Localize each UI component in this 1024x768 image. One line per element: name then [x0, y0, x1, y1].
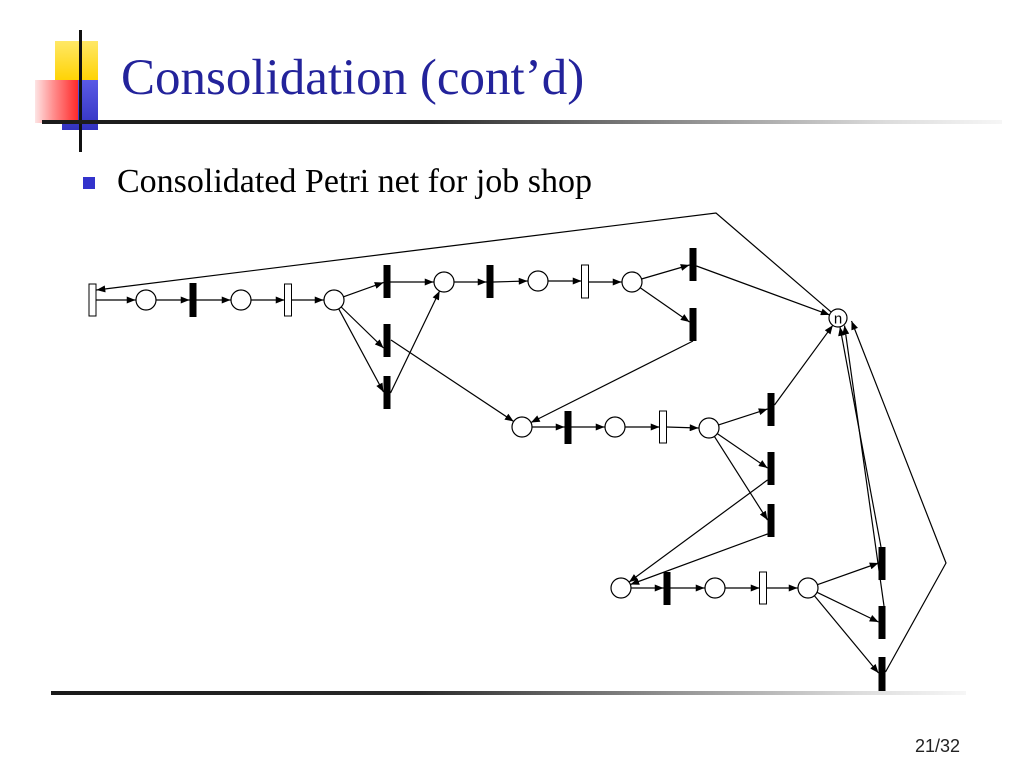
place-p4: [433, 271, 455, 293]
place-p12: [797, 577, 819, 599]
arc-t10-to-p7: [530, 340, 694, 424]
immediate-transition-t5: [383, 324, 391, 357]
arc-t7-to-p5: [493, 277, 528, 285]
arc-n-to-t1: [96, 212, 832, 313]
arc-p3-to-t6: [338, 308, 385, 393]
immediate-transition-t9: [689, 248, 697, 281]
arc-t9-to-n: [696, 265, 830, 316]
title-accent-red-block: [35, 80, 78, 123]
title-underline: [42, 120, 1002, 124]
immediate-transition-t14: [767, 452, 775, 485]
immediate-transition-t20: [878, 657, 886, 691]
immediate-transition-t11: [564, 411, 572, 444]
arc-group: [96, 212, 947, 674]
timed-transition-t1: [88, 283, 97, 317]
arc-p3-to-t4: [343, 281, 384, 298]
immediate-transition-t2: [189, 283, 197, 317]
slide-title: Consolidation (cont’d): [121, 50, 585, 106]
timed-transition-t12: [659, 410, 667, 444]
place-p2: [230, 289, 252, 311]
resource-place-label: n: [834, 311, 842, 328]
square-bullet-icon: [83, 177, 95, 189]
immediate-transition-t18: [878, 547, 886, 580]
arc-t12-to-p9: [666, 424, 699, 432]
transition-group: [88, 248, 886, 691]
arc-t13-to-n: [774, 324, 834, 406]
arc-t14-to-p10: [628, 479, 768, 583]
immediate-transition-t19: [878, 606, 886, 639]
page-number: 21/32: [914, 736, 960, 756]
arc-t15-to-p10: [630, 533, 768, 586]
place-p1: [135, 289, 157, 311]
immediate-transition-t7: [486, 265, 494, 298]
place-p11: [704, 577, 726, 599]
place-p6: [621, 271, 643, 293]
arc-p12-to-t18: [817, 562, 879, 586]
arc-p6-to-t9: [641, 264, 690, 280]
arc-p9-to-t14: [716, 433, 768, 469]
title-accent-yellow-block: [55, 41, 98, 82]
immediate-transition-t15: [767, 504, 775, 537]
arc-p12-to-t20: [813, 595, 879, 674]
immediate-transition-t13: [767, 393, 775, 426]
timed-transition-t17: [759, 571, 767, 605]
immediate-transition-t6: [383, 376, 391, 409]
place-p9: [698, 417, 720, 439]
arc-p9-to-t13: [718, 408, 768, 426]
arc-p9-to-t15: [713, 436, 769, 521]
footer-rule: [51, 691, 966, 695]
arc-t20-to-n: [850, 320, 947, 673]
immediate-transition-t16: [663, 572, 671, 605]
arc-p12-to-t19: [816, 591, 879, 623]
title-accent-vertical-line: [79, 30, 82, 152]
resource-place-n: [828, 308, 848, 328]
place-p10: [610, 577, 632, 599]
arc-p6-to-t10: [639, 287, 690, 323]
place-p5: [527, 270, 549, 292]
place-p8: [604, 416, 626, 438]
place-p3: [323, 289, 345, 311]
arc-t6-to-p4: [389, 290, 441, 394]
arc-t5-to-p7: [390, 339, 515, 422]
bullet-text: Consolidated Petri net for job shop: [117, 163, 593, 200]
immediate-transition-t4: [383, 265, 391, 298]
timed-transition-t8: [581, 264, 589, 299]
arc-p3-to-t5: [340, 306, 384, 349]
place-group: n: [135, 270, 848, 599]
immediate-transition-t10: [689, 308, 697, 341]
timed-transition-t3: [284, 283, 292, 317]
arc-t19-to-n: [842, 325, 885, 607]
place-p7: [511, 416, 533, 438]
